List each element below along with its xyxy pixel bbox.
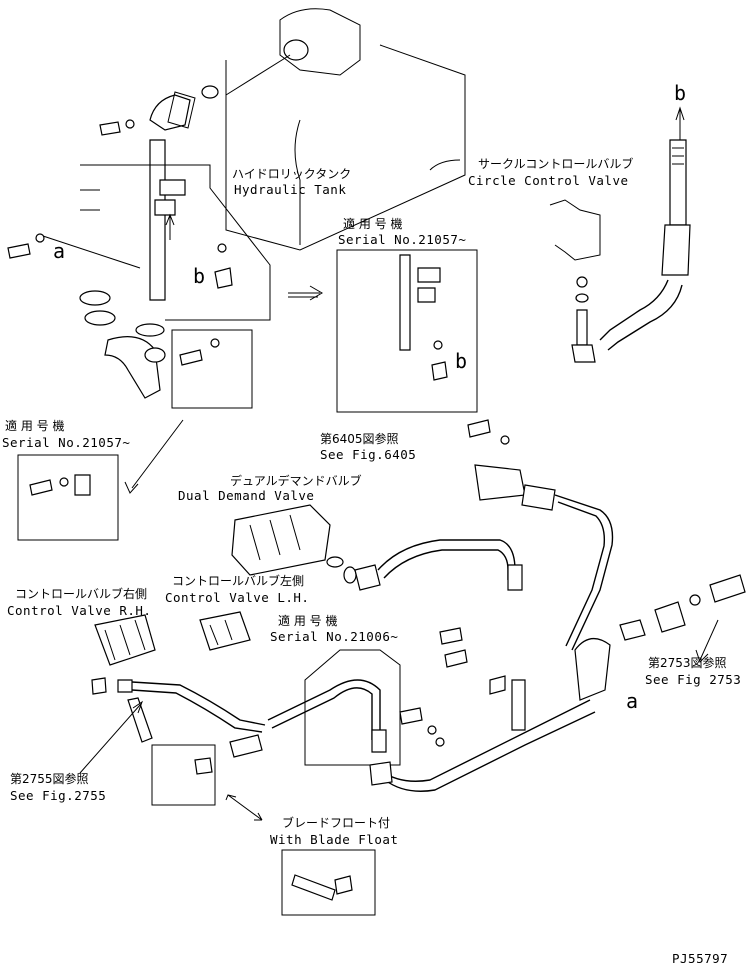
- blade-float-box-small: [151, 744, 216, 806]
- dual-demand-hose: [377, 539, 523, 591]
- serial-box2-label: Serial No.21057~: [2, 435, 130, 450]
- see-6405-jp-label: 第6405図参照: [320, 431, 399, 446]
- cv-rh-label: Control Valve R.H.: [7, 603, 151, 618]
- see-2755-jp-label: 第2755図参照: [10, 771, 89, 786]
- circle-valve-jp-label: サークルコントロールバルブ: [478, 156, 633, 171]
- see-2755-label: See Fig.2755: [10, 788, 106, 803]
- serial-box3: [304, 649, 401, 766]
- main-return-pipe: [369, 627, 611, 792]
- callout-b-3: b: [674, 81, 686, 105]
- dual-demand-jp-label: デュアルデマンドバルブ: [230, 473, 362, 488]
- cv-rh-jp-label: コントロールバルブ右側: [15, 586, 147, 601]
- filter-fittings: [619, 574, 746, 663]
- circle-valve-hose: [599, 139, 691, 351]
- hydraulic-tank: [201, 8, 466, 251]
- see-6405-label: See Fig.6405: [320, 447, 416, 462]
- circle-valve-parts: [549, 199, 601, 363]
- dual-demand-label: Dual Demand Valve: [178, 488, 314, 503]
- suction-pipe: [99, 91, 233, 301]
- serial-box1-label: Serial No.21057~: [338, 232, 466, 247]
- cv-lh-label: Control Valve L.H.: [165, 590, 309, 605]
- serial-box3-jp-label: 適 用 号 機: [278, 613, 337, 628]
- diagram-id: PJ55797: [672, 951, 728, 966]
- callout-a-1: a: [53, 239, 65, 263]
- callout-a-2: a: [626, 689, 638, 713]
- blade-float-label: With Blade Float: [270, 832, 398, 847]
- control-valve-rh: [91, 614, 156, 695]
- serial-box1: [336, 249, 478, 413]
- control-valve-hoses: [117, 679, 381, 758]
- callout-b-1: b: [193, 264, 205, 288]
- bolt-left: [7, 233, 45, 259]
- see-2753-jp-label: 第2753図参照: [648, 655, 727, 670]
- dual-demand-valve: [231, 504, 381, 591]
- blade-float-box: [281, 849, 376, 916]
- valve-block-6405: [467, 419, 556, 511]
- callout-b-2: b: [455, 349, 467, 373]
- cv-lh-jp-label: コントロールバルブ左側: [172, 573, 304, 588]
- serial-box2: [17, 454, 119, 541]
- hydraulic-tank-label: Hydraulic Tank: [234, 182, 346, 197]
- control-valve-lh: [199, 611, 251, 651]
- see-2753-label: See Fig 2753: [645, 672, 741, 687]
- blade-float-jp-label: ブレードフロート付: [282, 815, 390, 830]
- circle-valve-label: Circle Control Valve: [468, 173, 629, 188]
- return-line: [554, 494, 614, 651]
- serial-box1-jp-label: 適 用 号 機: [343, 216, 402, 231]
- serial-box2-jp-label: 適 用 号 機: [5, 418, 64, 433]
- serial-box3-label: Serial No.21006~: [270, 629, 398, 644]
- suction-hose: [79, 290, 166, 399]
- hydraulic-tank-jp-label: ハイドロリックタンク: [232, 167, 351, 181]
